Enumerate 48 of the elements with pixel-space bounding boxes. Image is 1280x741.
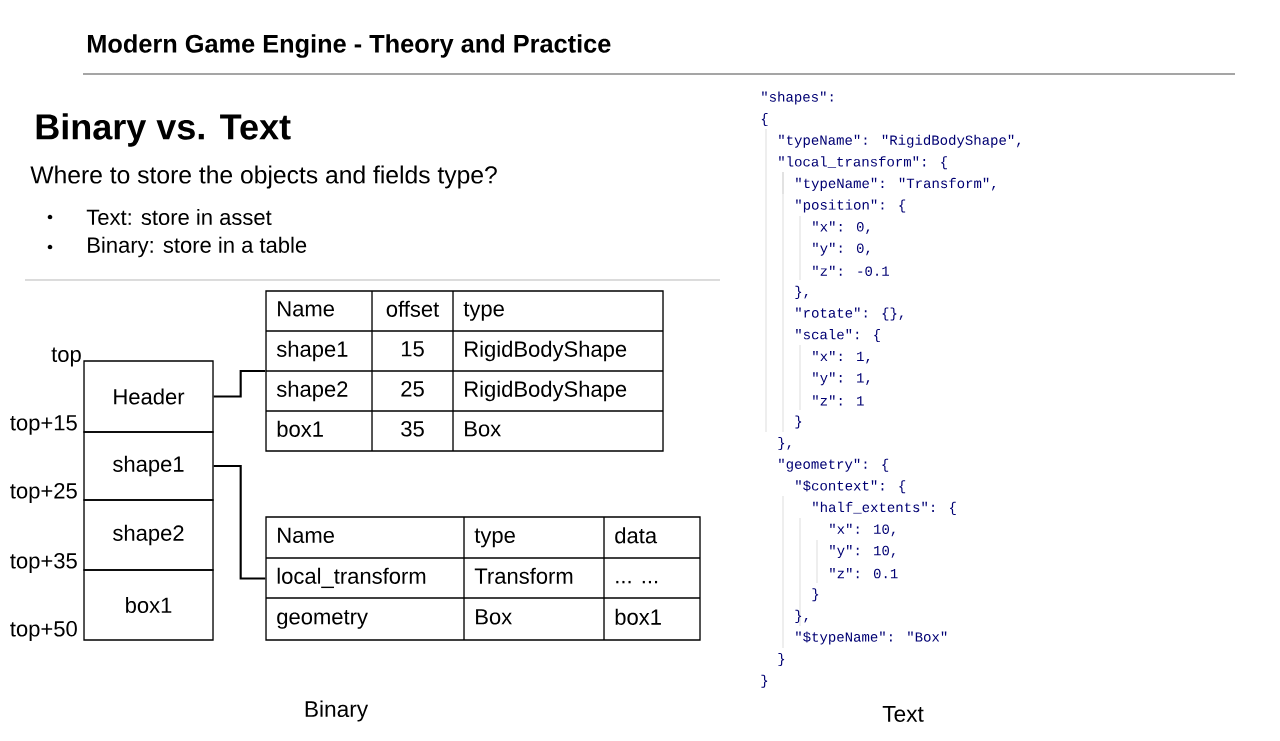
code-line: "rotate": {},: [796, 307, 903, 321]
table: Name offset type shape1 15 RigidBodyShape shape2 25 RigidBodyShape box1 35 Box: [265, 290, 664, 452]
code-line: "x": 10,: [830, 523, 895, 537]
table: Name type data local_transform Transform ... ... geometry Box box1: [265, 516, 701, 641]
memory-block: shape2: [83, 499, 214, 571]
code-line: }: [795, 415, 802, 429]
code-line: "scale": {: [796, 329, 880, 343]
code-line: "geometry": {: [779, 458, 889, 472]
memory-block: shape1: [83, 431, 214, 501]
memory-block: Header: [83, 360, 214, 433]
memory-block: box1: [83, 569, 214, 641]
code-line: "z": -0.1: [813, 265, 889, 276]
code-line: "x": 0,: [813, 221, 870, 234]
code-line: "x": 1,: [813, 350, 870, 364]
slide-heading: Binary vs. Text: [36, 113, 291, 147]
caption: Binary: [305, 700, 369, 722]
code-line: {: [761, 113, 768, 127]
code-line: }: [812, 588, 819, 602]
offset-label: top+50: [10, 621, 77, 641]
code-line: "$context": {: [796, 480, 906, 494]
code-line: }: [778, 653, 785, 667]
code-line: "position": {: [796, 199, 906, 213]
code-line: "local_transform": {: [779, 156, 947, 170]
offset-label: top: [51, 347, 81, 367]
connector-line: [213, 464, 266, 580]
code-line: "typeName": "Transform",: [796, 177, 995, 191]
connector-line: [213, 369, 266, 398]
caption: Text: [882, 706, 924, 722]
code-line: "z": 0.1: [830, 568, 898, 579]
code-line: "typeName": "RigidBodyShape",: [779, 134, 1020, 148]
bullet-item: Text: store in asset: [86, 208, 272, 226]
code-line: "$typeName": "Box": [796, 631, 947, 645]
code-line: "y": 10,: [830, 545, 895, 559]
offset-label: top+35: [10, 553, 77, 573]
code-line: },: [795, 285, 808, 299]
code-line: "half_extents": {: [813, 501, 956, 515]
code-line: "shapes":: [762, 91, 833, 105]
code-line: "y": 0,: [813, 242, 870, 256]
offset-label: top+15: [10, 415, 77, 435]
code-line: }: [761, 674, 768, 688]
code-line: },: [778, 437, 791, 451]
question-text: Where to store the objects and fields type?: [30, 165, 497, 189]
offset-label: top+25: [10, 483, 77, 503]
code-line: },: [795, 609, 808, 623]
title: Modern Game Engine - Theory and Practice: [87, 34, 611, 58]
bullet-item: Binary: store in a table: [88, 236, 307, 258]
code-line: "y": 1,: [813, 372, 870, 386]
code-line: "z": 1: [813, 395, 864, 406]
